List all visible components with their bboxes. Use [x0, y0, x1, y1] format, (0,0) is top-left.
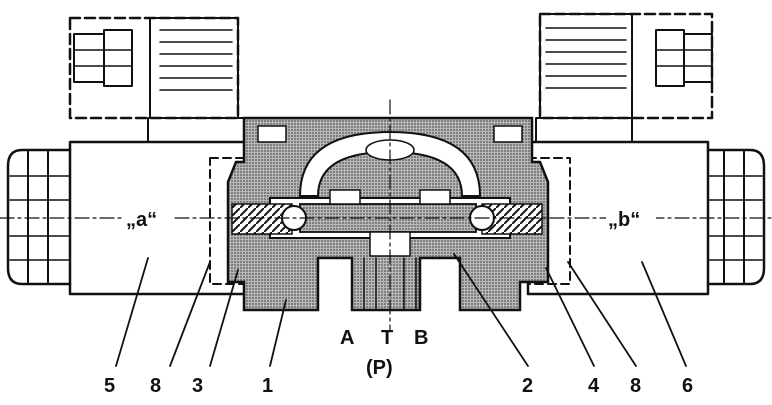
port-b-label: B: [414, 327, 428, 349]
valve-housing: [226, 116, 550, 312]
left-connector-plug: [68, 16, 245, 143]
callout-number: 3: [192, 375, 203, 397]
port-t-label: T: [381, 327, 393, 349]
leader-lines: [115, 253, 687, 367]
callout-number: 5: [104, 375, 115, 397]
callout-number: 6: [682, 375, 693, 397]
callout-number: 8: [150, 375, 161, 397]
callout-number: 1: [262, 375, 273, 397]
port-p-label: (P): [366, 357, 393, 379]
solenoid-a-label: „a“: [126, 209, 157, 231]
port-a-label: A: [340, 327, 354, 349]
callout-number: 8: [630, 375, 641, 397]
solenoid-b-label: „b“: [608, 209, 640, 231]
callout-number: 2: [522, 375, 533, 397]
callout-number: 4: [588, 375, 600, 397]
right-connector-plug: [535, 12, 714, 143]
